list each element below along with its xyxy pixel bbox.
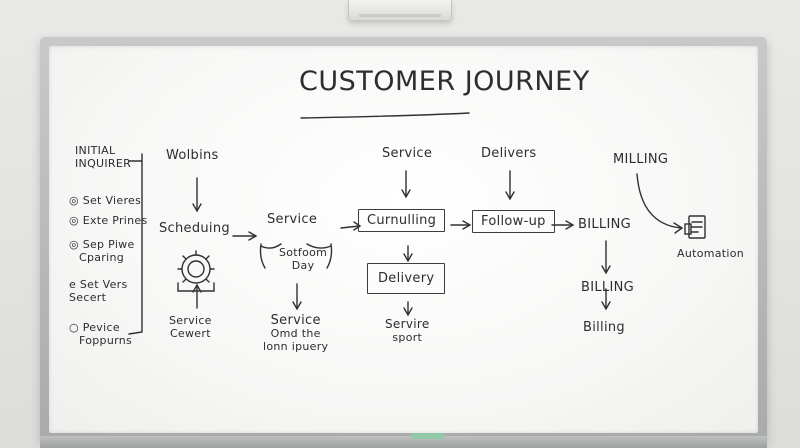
arrowhead xyxy=(353,221,362,231)
service-bracket-left xyxy=(260,243,282,249)
list-item-line: Secert xyxy=(69,291,107,304)
label-line: Omd the xyxy=(270,327,321,340)
arrowhead xyxy=(403,307,413,317)
arrowhead xyxy=(673,222,684,234)
whiteboard-surface: CUSTOMER JOURNEY INITIAL INQUIRER ◎ Set … xyxy=(49,46,758,433)
label-billing-3: Billing xyxy=(583,320,625,335)
marker-tray xyxy=(40,436,767,448)
label-line: Sotfoom xyxy=(279,246,328,259)
list-item-line: ◎ Sep Piwe xyxy=(69,238,135,251)
label-billing-2: BILLING xyxy=(581,280,634,295)
left-bracket xyxy=(128,153,143,335)
arrowhead xyxy=(248,231,258,241)
label-line: sport xyxy=(392,331,423,344)
arrowhead xyxy=(192,283,202,293)
arrowhead xyxy=(401,189,411,199)
box-follow-up: Follow-up xyxy=(472,210,555,233)
label-line: Cewert xyxy=(169,327,211,340)
list-item: ○ Pevice Foppurns xyxy=(69,321,132,347)
list-item: ◎ Sep Piwe Cparing xyxy=(69,238,135,264)
bracket-curl xyxy=(326,243,333,269)
list-item: ◎ Exte Prines xyxy=(69,214,148,227)
arrowhead xyxy=(601,301,611,311)
label-service-top: Service xyxy=(382,146,433,161)
arrowhead xyxy=(565,220,575,230)
label-wolbins: Wolbins xyxy=(166,148,219,163)
page-title: CUSTOMER JOURNEY xyxy=(299,66,590,97)
label-line: Service xyxy=(270,313,321,328)
left-heading-line: INITIAL xyxy=(75,144,116,157)
arrowhead xyxy=(403,253,413,263)
label-scheduing: Scheduing xyxy=(159,221,230,236)
list-item: e Set Vers Secert xyxy=(69,278,128,304)
list-item-line: ○ Pevice xyxy=(69,321,120,334)
gear-icon xyxy=(177,250,215,292)
label-service-cewert: Service Cewert xyxy=(169,314,212,340)
label-line: Day xyxy=(291,259,315,272)
automation-device-icon xyxy=(684,215,706,239)
bracket-curl xyxy=(259,243,266,269)
arrow-milling-automation xyxy=(636,173,682,229)
label-billing: BILLING xyxy=(578,217,631,232)
marker[interactable] xyxy=(412,433,444,439)
label-sotfoom-day: Sotfoom Day xyxy=(279,246,327,272)
service-bracket-right xyxy=(306,243,332,249)
whiteboard-frame: CUSTOMER JOURNEY INITIAL INQUIRER ◎ Set … xyxy=(40,37,767,442)
label-service-omd: Service Omd the lonn ipuery xyxy=(263,314,328,353)
list-item-line: e Set Vers xyxy=(69,278,128,291)
list-item-line: Foppurns xyxy=(79,334,133,347)
label-service: Service xyxy=(267,212,318,227)
left-heading: INITIAL INQUIRER xyxy=(75,144,131,170)
label-milling: MILLING xyxy=(613,152,669,167)
arrowhead xyxy=(601,265,611,275)
list-item-line: Cparing xyxy=(79,251,125,264)
label-automation: Automation xyxy=(677,247,745,260)
connector-lines xyxy=(128,112,706,335)
arrowhead xyxy=(505,191,515,201)
list-item: ◎ Set Vieres xyxy=(69,194,142,207)
label-delivers: Delivers xyxy=(481,146,537,161)
projector-vent xyxy=(359,14,441,17)
arrowhead xyxy=(192,203,202,213)
title-underline xyxy=(300,112,470,119)
projector-mount xyxy=(348,0,452,21)
arrowhead xyxy=(292,301,302,311)
box-delivery: Delivery xyxy=(367,263,446,294)
left-heading-line: INQUIRER xyxy=(75,157,132,170)
label-line: lonn ipuery xyxy=(263,340,329,353)
arrow-service-curn xyxy=(340,225,360,229)
arrowhead xyxy=(462,220,472,230)
label-line: Servire xyxy=(385,317,430,331)
label-line: Service xyxy=(169,314,212,327)
box-curnulling: Curnulling xyxy=(358,209,446,232)
label-servire-sport: Servire sport xyxy=(385,317,430,345)
